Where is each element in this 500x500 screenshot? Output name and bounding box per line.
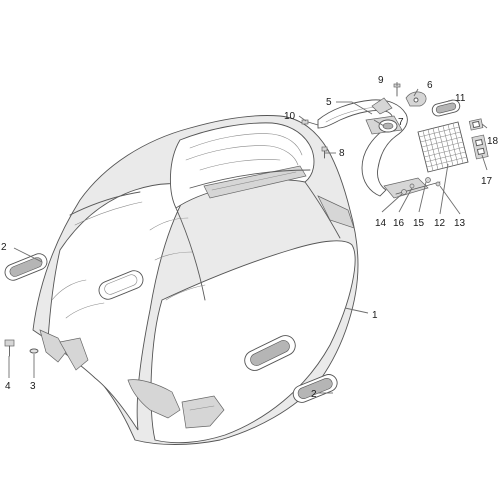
callout-5: 5 — [326, 97, 332, 108]
rear-body-cover — [32, 115, 359, 445]
callout-6: 6 — [427, 80, 433, 91]
callout-15: 15 — [413, 218, 425, 229]
callout-16: 16 — [393, 218, 405, 229]
clip-part-17 — [471, 134, 489, 160]
right-vent-slot — [244, 335, 296, 371]
vent-badge-left — [4, 253, 48, 281]
callout-17: 17 — [481, 176, 493, 187]
callout-labels: 1 2 2 3 4 5 6 7 8 9 10 11 12 13 14 15 16… — [1, 75, 499, 400]
washer-part-3 — [29, 348, 39, 354]
left-vent-slot — [98, 270, 144, 300]
callout-1: 1 — [372, 310, 378, 321]
callout-9: 9 — [378, 75, 384, 86]
callout-8: 8 — [339, 148, 345, 159]
oval-badge-part-11 — [431, 99, 461, 117]
grille-mesh-line — [425, 151, 466, 163]
screw-part-8 — [321, 146, 328, 159]
callout-12: 12 — [434, 218, 446, 229]
clip-part-18 — [468, 118, 484, 131]
grille-mesh-line — [422, 141, 464, 153]
callout-2-left: 2 — [1, 242, 7, 253]
screw-part-10 — [301, 119, 319, 126]
grille-mesh-line — [423, 146, 465, 158]
leader-lines — [8, 82, 488, 394]
screw-part-4 — [4, 339, 15, 357]
grille-mesh-line — [426, 156, 468, 168]
hardware-parts-13-16 — [401, 177, 441, 195]
callout-13: 13 — [454, 218, 466, 229]
plug-part-7 — [378, 119, 398, 133]
vent-badge-right — [292, 374, 338, 403]
callout-3: 3 — [30, 381, 36, 392]
callout-10: 10 — [284, 111, 296, 122]
mesh-grille-part-12 — [417, 121, 469, 173]
callout-18: 18 — [487, 136, 499, 147]
callout-11: 11 — [455, 93, 466, 104]
callout-4: 4 — [5, 381, 11, 392]
grille-mesh-line — [452, 122, 464, 164]
callout-2-right: 2 — [311, 389, 317, 400]
grille-mesh-line — [442, 125, 454, 167]
clip-part-6 — [405, 91, 427, 107]
grille-mesh-line — [447, 124, 459, 165]
callout-14: 14 — [375, 218, 387, 229]
callout-7: 7 — [398, 117, 404, 128]
